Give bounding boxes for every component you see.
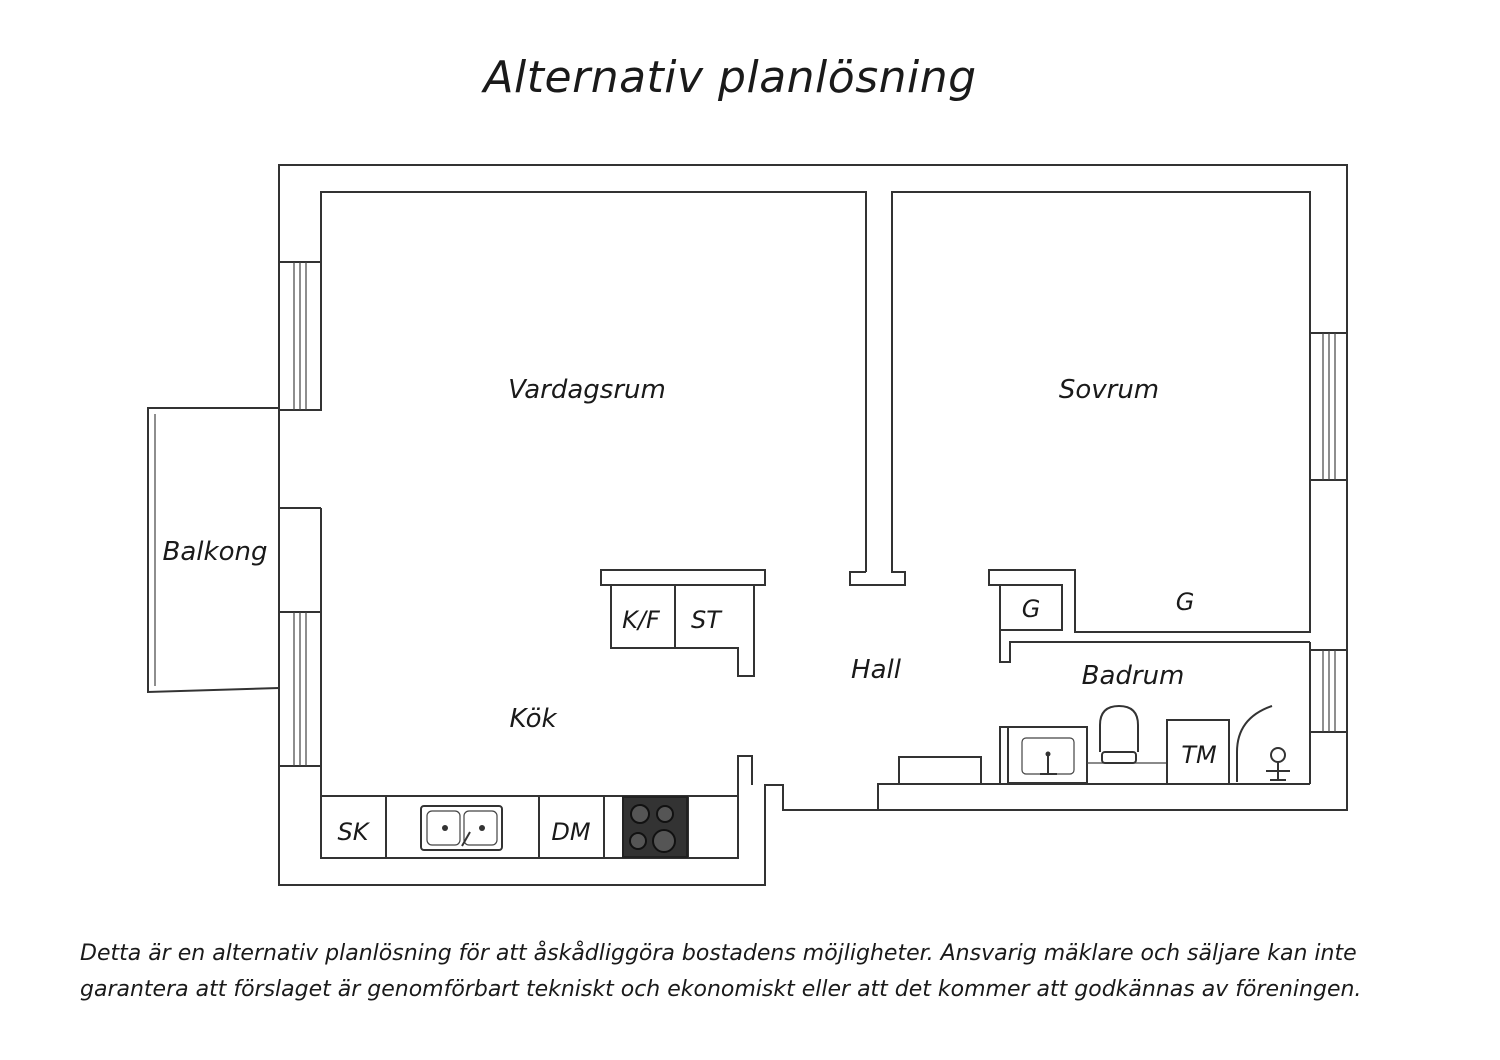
label-sk: SK (338, 818, 371, 846)
hall-bench (877, 726, 1008, 810)
shower-icon (1236, 705, 1290, 782)
wardrobe-g-small (999, 584, 1063, 631)
outer-wall (278, 164, 1348, 886)
room-label-hall: Hall (851, 655, 902, 685)
room-label-sovrum: Sovrum (1059, 375, 1159, 405)
left-wall-inner (279, 409, 753, 859)
window-left-upper (278, 261, 322, 411)
balcony-outline (147, 407, 280, 694)
window-right-upper (1309, 332, 1348, 481)
stove-icon (622, 796, 688, 858)
disclaimer-line-2: garantera att förslaget är genomförbart … (80, 977, 1362, 1002)
label-st: ST (691, 606, 723, 634)
label-g-large: G (1176, 588, 1195, 616)
label-kf: K/F (622, 606, 661, 634)
disclaimer-line-1: Detta är en alternativ planlösning för a… (80, 941, 1357, 966)
label-g-small: G (1022, 595, 1041, 623)
room-label-vardagsrum: Vardagsrum (508, 375, 666, 405)
room-label-kok: Kök (509, 704, 557, 734)
window-right-lower (1309, 649, 1348, 733)
partition-wall (849, 191, 1311, 663)
label-tm: TM (1181, 741, 1217, 769)
bathroom-sink-icon (1007, 726, 1088, 784)
window-left-lower (278, 611, 322, 767)
kitchen-sink-icon (420, 805, 503, 851)
plan-title: Alternativ planlösning (483, 52, 977, 103)
label-dm: DM (551, 818, 590, 846)
room-label-balkong: Balkong (163, 537, 268, 567)
disclaimer-text: Detta är en alternativ planlösning för a… (80, 936, 1440, 1008)
toilet-icon (1099, 704, 1139, 764)
kitchen-island (600, 569, 766, 677)
room-label-badrum: Badrum (1082, 661, 1185, 691)
floor-plan: Vardagsrum Sovrum Balkong Kök Hall Badru… (147, 164, 1348, 886)
